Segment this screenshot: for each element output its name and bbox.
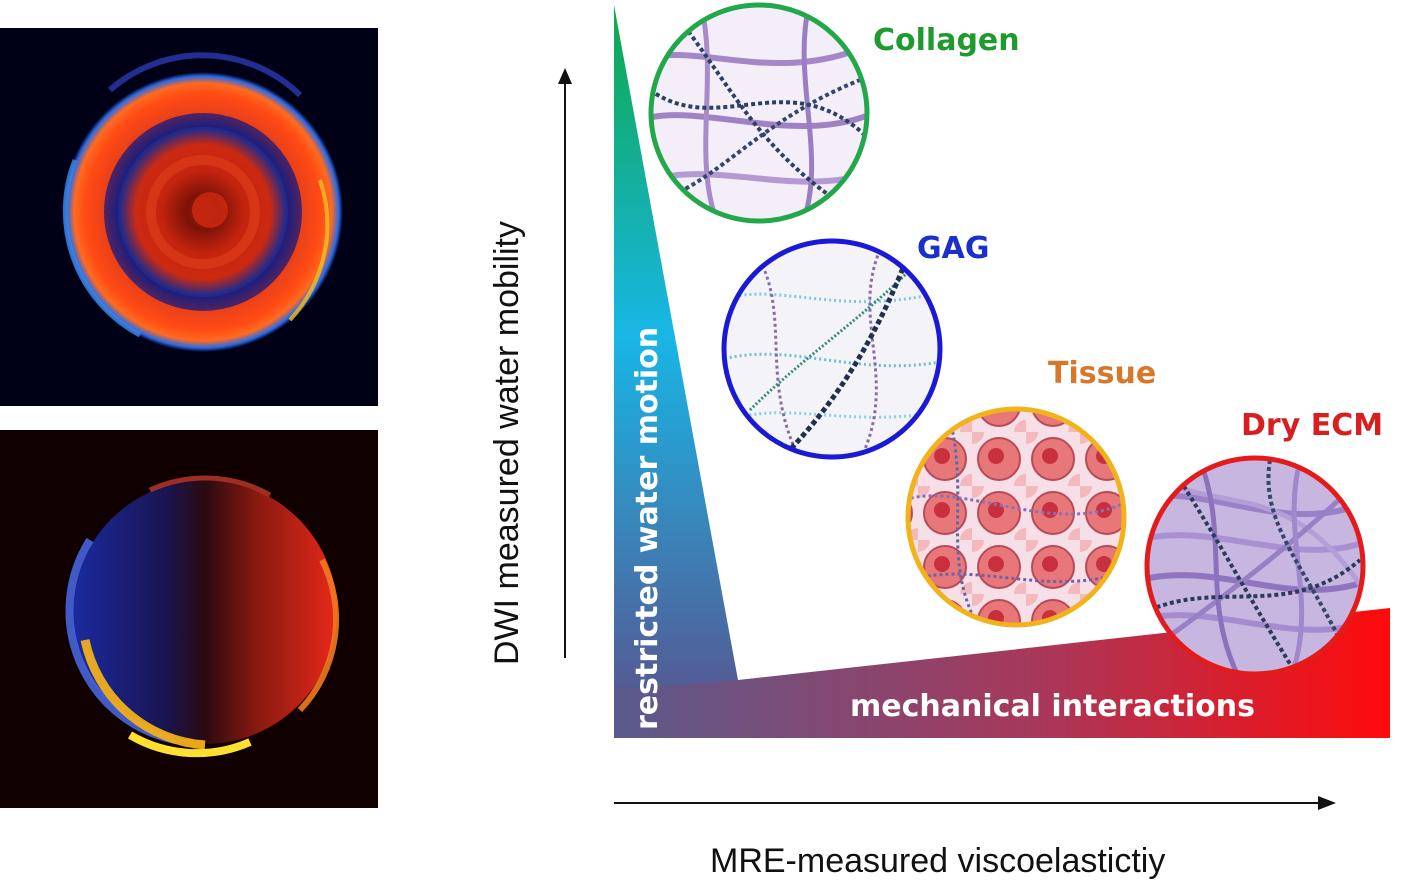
collagen-label: Collagen [873, 23, 1020, 58]
y-axis-arrow [558, 68, 572, 658]
restricted-water-motion-label: restricted water motion [630, 327, 665, 730]
mechanical-interactions-label: mechanical interactions [850, 689, 1255, 724]
gag-circle [720, 241, 950, 460]
top-mri-map [0, 28, 378, 406]
collagen-circle [640, 0, 880, 230]
x-axis-label: MRE-measured viscoelastictiy [710, 842, 1165, 880]
y-axis-label: DWI measured water mobility [488, 221, 526, 665]
x-axis-arrow [614, 796, 1336, 810]
tissue-label: Tissue [1048, 356, 1156, 391]
dry-ecm-label: Dry ECM [1241, 408, 1383, 443]
gag-label: GAG [917, 231, 989, 266]
tissue-circle [905, 409, 1130, 630]
bottom-mri-map [0, 430, 378, 808]
